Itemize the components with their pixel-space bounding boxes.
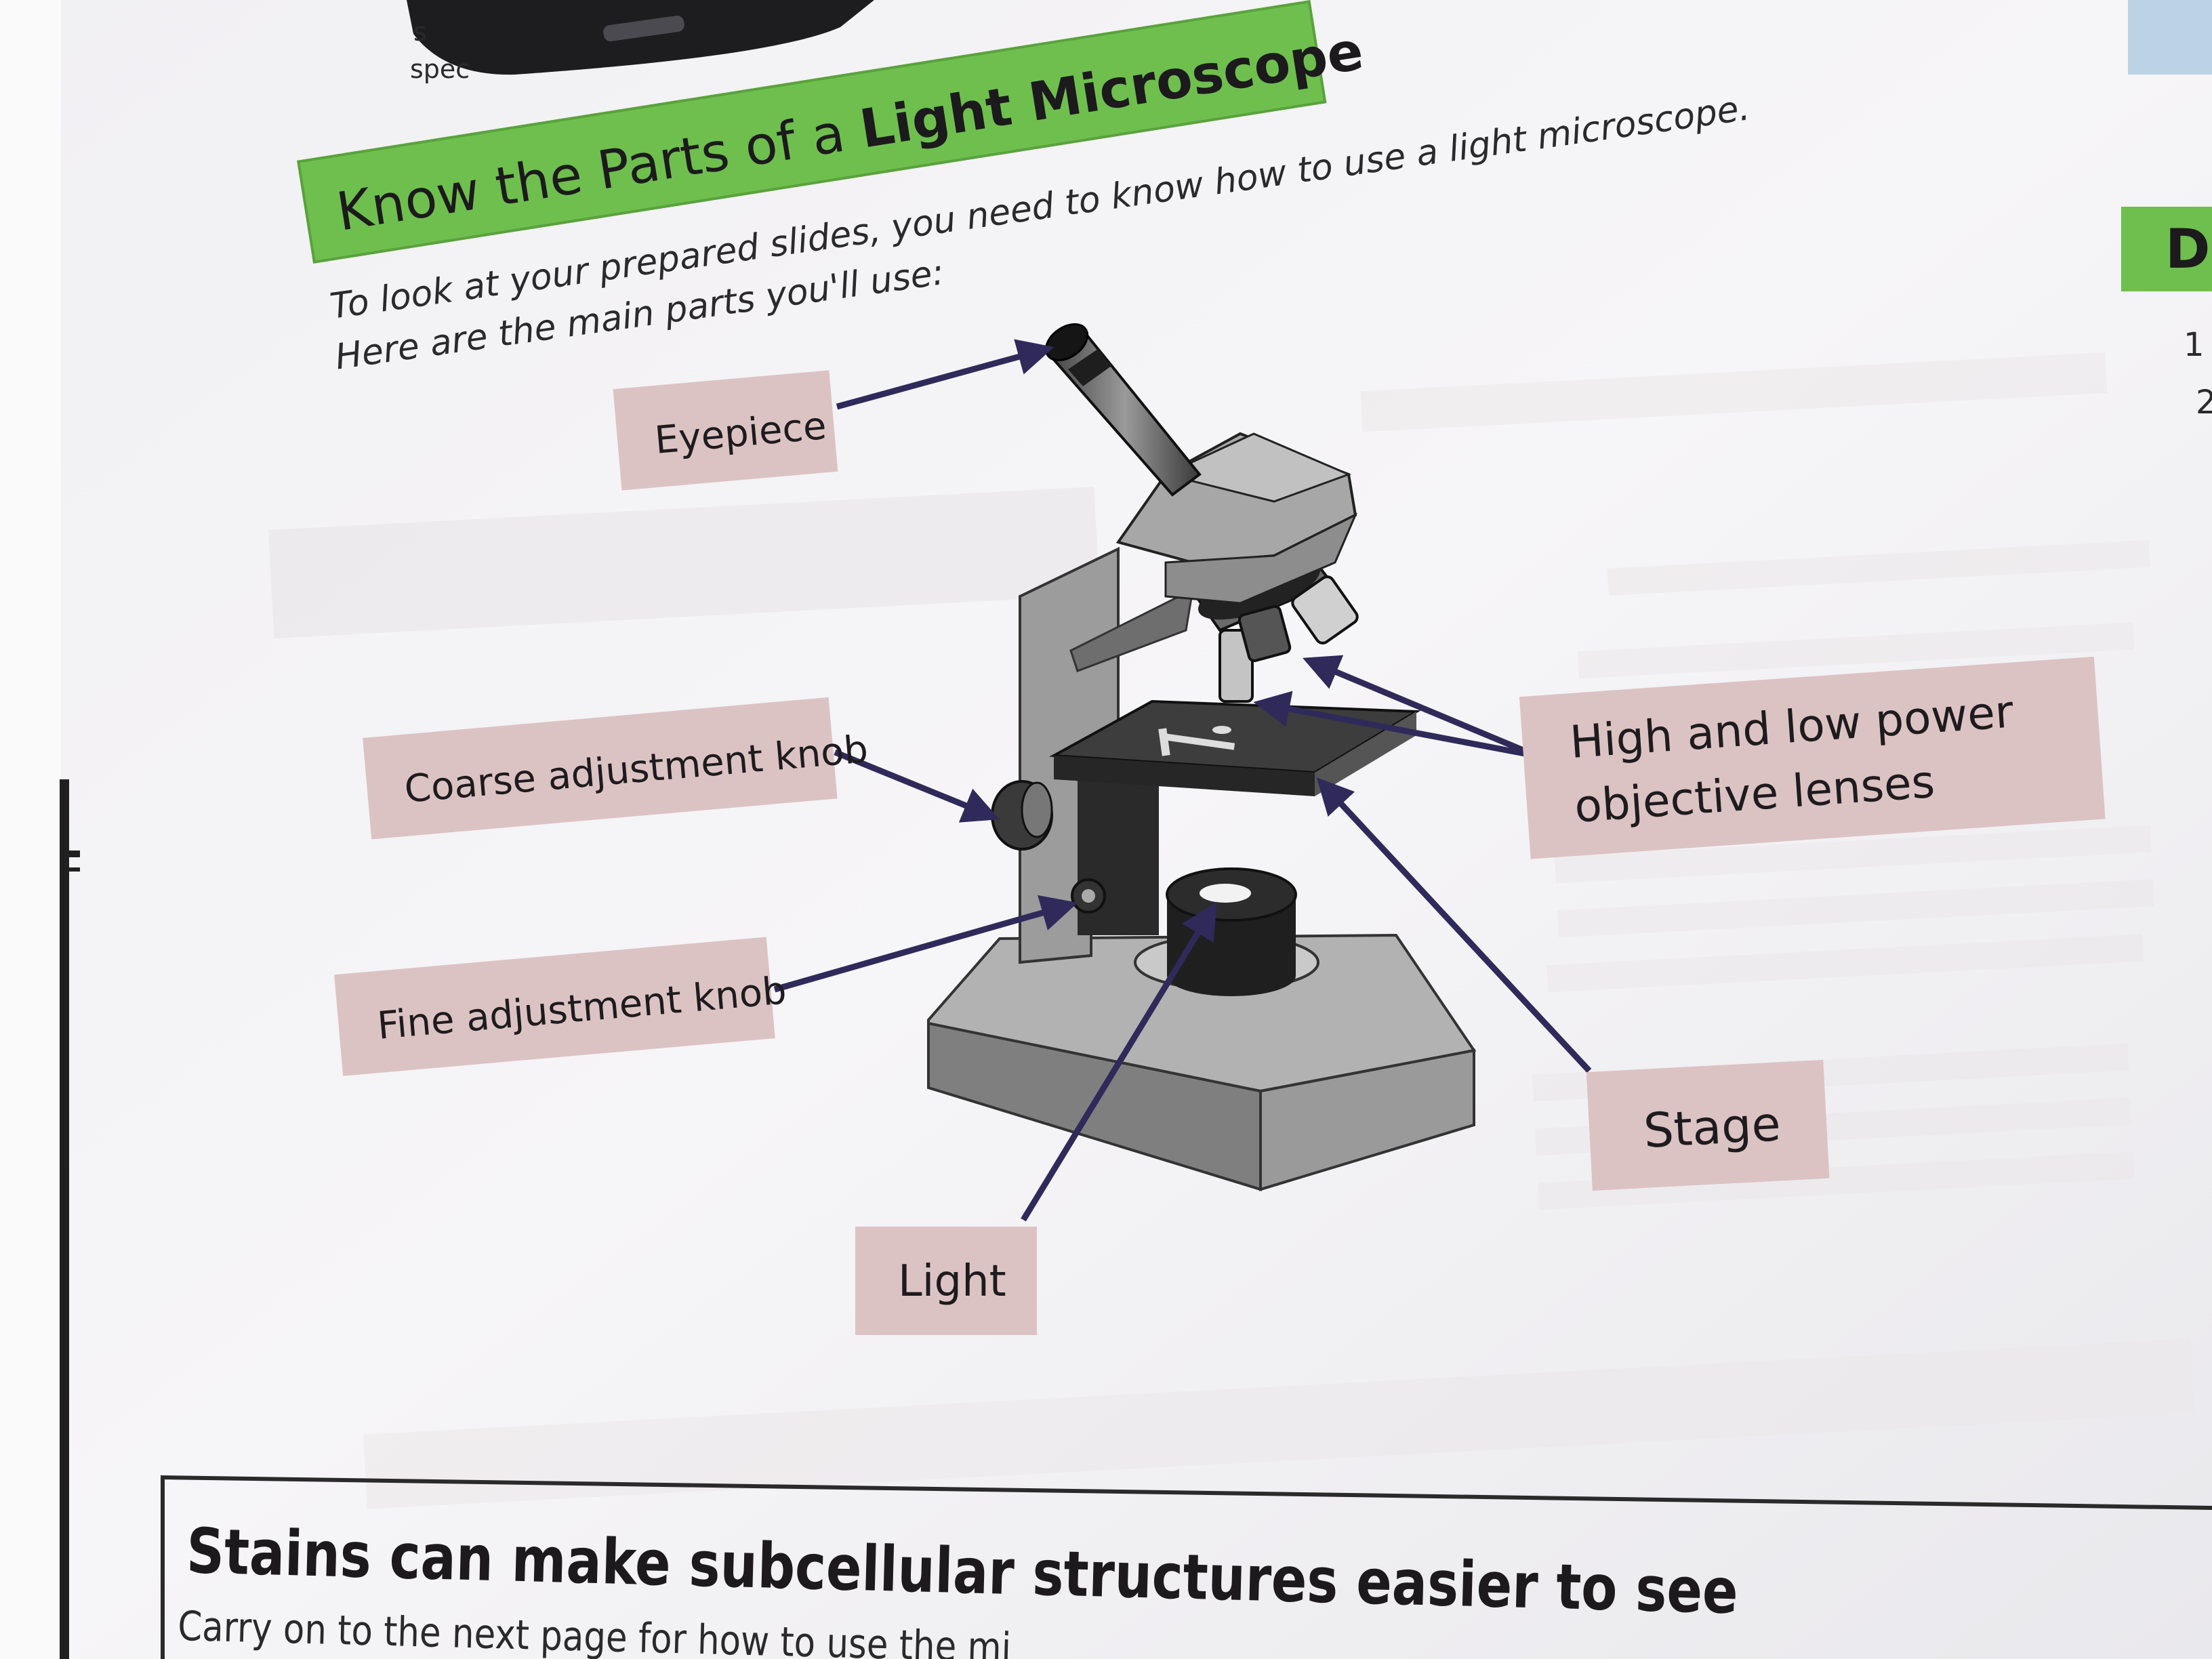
arrow-light: [1021, 901, 1217, 1222]
coarse-knob-rim: [1021, 781, 1053, 838]
label-eyepiece: Eyepiece: [613, 370, 838, 491]
arrow-eyepiece: [836, 339, 1054, 410]
eyepiece-ring: [1068, 349, 1111, 386]
left-binder-tick: [60, 851, 80, 857]
microscope-head-lower: [1164, 512, 1357, 605]
label-light-text: Light: [898, 1256, 1006, 1307]
microscope-stage-side: [1315, 712, 1416, 796]
left-binder-tick: [60, 867, 80, 872]
microscope-stage-front: [1054, 756, 1315, 796]
arrow-stage: [1316, 777, 1592, 1073]
arrow-objective-1: [1303, 655, 1526, 754]
arrow-coarse: [834, 749, 1000, 823]
label-light: Light: [855, 1227, 1037, 1335]
right-tab-letter: D: [2165, 218, 2210, 281]
right-tab: [2121, 207, 2212, 291]
top-fragment: s: [413, 17, 427, 47]
objective-lens-low: [1237, 605, 1292, 663]
callout-arrows: [773, 339, 1592, 1222]
stage-clip: [1160, 733, 1235, 750]
right-margin-number: 2: [2196, 384, 2212, 422]
microscope-base-side: [1259, 1048, 1475, 1191]
arrow-fine: [773, 895, 1078, 993]
arrow-objective-2: [1253, 691, 1525, 757]
left-binder-mark: [60, 779, 69, 1659]
next-section-border: [161, 1475, 2212, 1659]
objective-lens-third: [1291, 575, 1359, 644]
right-page-strip: [2128, 0, 2212, 75]
stage-aperture: [1212, 726, 1231, 734]
top-fragment: spec: [410, 54, 470, 84]
phone-device: [407, 0, 874, 75]
label-coarse: Coarse adjustment knob: [363, 697, 869, 840]
left-page-edge: [0, 0, 61, 1659]
objective-lens-high: [1218, 629, 1254, 703]
microscope-head-top: [1162, 432, 1352, 503]
microscope-illustration: [927, 323, 1477, 1191]
label-stage-text: Stage: [1642, 1096, 1782, 1158]
microscope-arm-curve: [1069, 588, 1194, 672]
label-stage: Stage: [1586, 1059, 1830, 1191]
bleed-through-text: [268, 352, 2195, 1509]
title-band: Know the Parts of a Light Microscope: [297, 0, 1368, 264]
light-source: [1200, 884, 1251, 903]
fine-knob-center: [1082, 889, 1095, 903]
label-objective: High and low power objective lenses: [1519, 656, 2106, 859]
right-margin-number: 1: [2184, 326, 2205, 364]
light-housing-bottom: [1167, 956, 1296, 996]
label-fine: Fine adjustment knob: [334, 937, 788, 1076]
phone-button: [603, 16, 684, 41]
